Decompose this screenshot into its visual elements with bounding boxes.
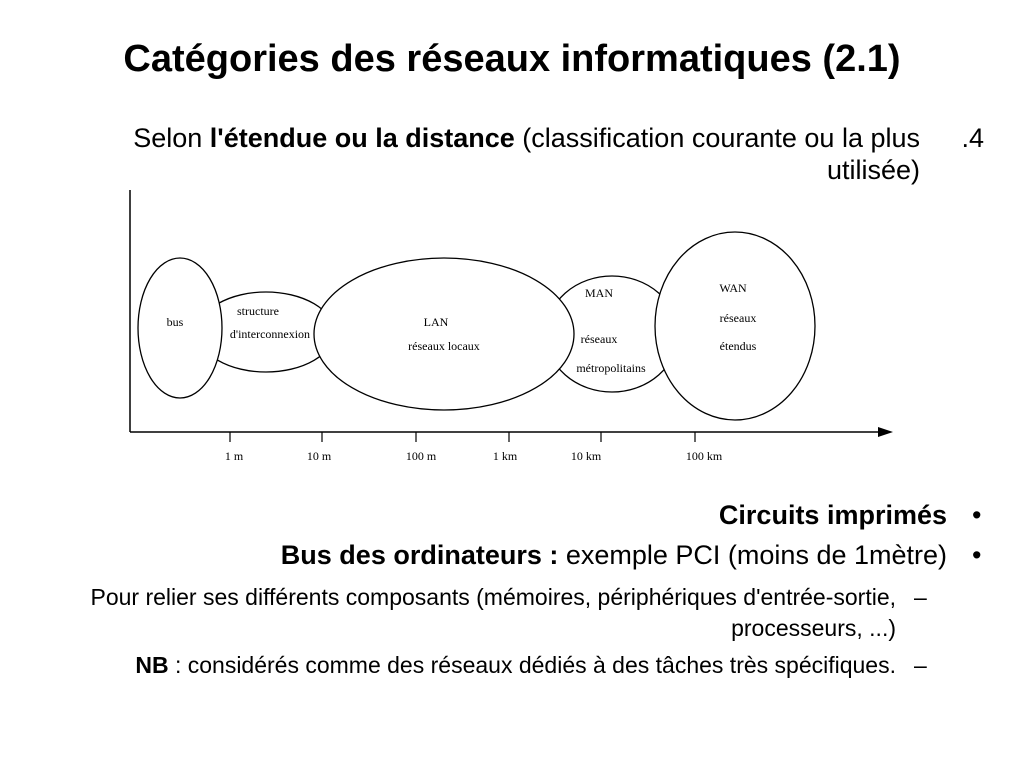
tick-label: 10 m (307, 449, 332, 463)
lan-label-line2: réseaux locaux (408, 339, 480, 353)
wan-label-line1: WAN (719, 281, 747, 295)
bus-ellipse (137, 257, 223, 399)
subtitle: Selon l'étendue ou la distance (classifi… (80, 122, 920, 186)
subtitle-suffix: (classification courante ou la plus util… (514, 123, 920, 185)
structure-label-line2: d'interconnexion (230, 327, 310, 341)
man-label-line2: réseaux (581, 332, 618, 346)
wan-ellipse (654, 231, 816, 421)
tick-label: 10 km (571, 449, 602, 463)
tick-label: 100 km (686, 449, 723, 463)
tick-label: 1 m (225, 449, 244, 463)
tick-100km: 100 km (686, 432, 723, 463)
lan-ellipse (313, 257, 575, 411)
wan-label-line3: étendus (720, 339, 757, 353)
bus-label: bus (167, 315, 184, 329)
man-label-line3: métropolitains (576, 361, 646, 375)
tick-label: 1 km (493, 449, 518, 463)
list-number: .4 (961, 123, 984, 153)
tick-10km: 10 km (571, 432, 602, 463)
tick-1m: 1 m (225, 432, 244, 463)
subtitle-prefix: Selon (133, 123, 210, 153)
slide-title: Catégories des réseaux informatiques (2.… (123, 38, 901, 80)
wan-label-line2: réseaux (720, 311, 757, 325)
man-label-line1: MAN (585, 286, 613, 300)
subtitle-bold: l'étendue ou la distance (209, 123, 515, 153)
lan-label-line1: LAN (424, 315, 449, 329)
tick-100m: 100 m (406, 432, 437, 463)
x-axis-arrow (878, 427, 893, 437)
tick-10m: 10 m (307, 432, 332, 463)
structure-label-line1: structure (237, 304, 279, 318)
tick-1km: 1 km (493, 432, 518, 463)
tick-label: 100 m (406, 449, 437, 463)
